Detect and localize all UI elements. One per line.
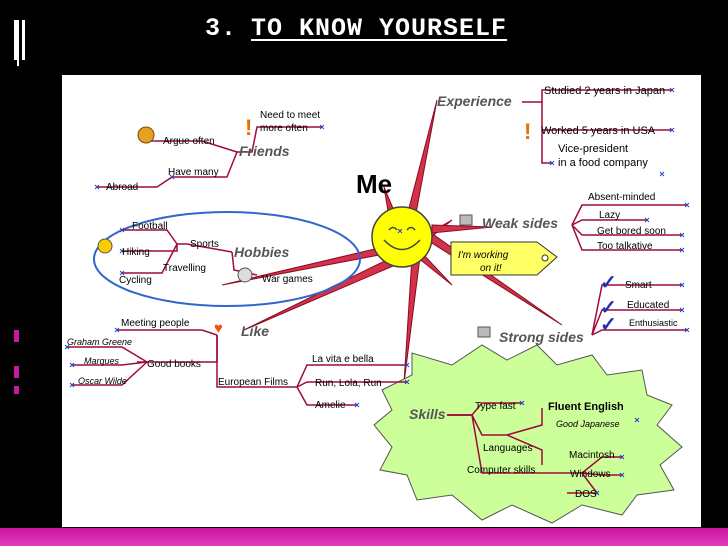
like-item: Meeting people <box>121 318 190 329</box>
weak-item: Lazy <box>599 210 620 221</box>
friends-item: Have many <box>168 167 219 178</box>
strong-item: Smart <box>625 280 652 291</box>
weak-item: Absent-minded <box>588 192 655 203</box>
working-tag <box>450 241 558 276</box>
strong-item: Educated <box>627 300 669 311</box>
skills-item: Type fast <box>475 401 516 412</box>
working-tag-line2: on it! <box>480 263 502 274</box>
friends-item: Need to meet <box>260 110 320 121</box>
experience-item: Vice-president <box>558 143 628 155</box>
like-item: Graham Greene <box>67 337 132 347</box>
decor-pink-3 <box>14 386 19 394</box>
experience-item: in a food company <box>558 157 648 169</box>
bottom-band <box>0 528 728 546</box>
slide-title: 3. TO KNOW YOURSELF <box>205 14 507 43</box>
heart-icon: ♥ <box>214 320 223 337</box>
hobbies-item: Travelling <box>163 263 206 274</box>
branch-lines <box>67 89 687 494</box>
decor-pink-1 <box>14 330 19 342</box>
friends-label: Friends <box>239 143 290 159</box>
skills-burst <box>373 344 683 524</box>
like-item: European Films <box>218 377 288 388</box>
slide-number: 3. <box>205 14 238 43</box>
hobbies-item: Sports <box>190 239 219 250</box>
hobbies-item: Hiking <box>122 247 150 258</box>
skills-item: Good Japanese <box>556 419 620 429</box>
hobbies-item: Football <box>132 221 168 232</box>
check-icon: ✓ <box>600 272 617 294</box>
check-icon: ✓ <box>600 297 617 319</box>
decor-bar-3 <box>17 38 19 66</box>
like-item: Oscar Wilde <box>78 376 127 386</box>
decor-pink-2 <box>14 366 19 378</box>
like-label: Like <box>241 323 269 339</box>
hobbies-label: Hobbies <box>234 244 289 260</box>
sun-icon <box>371 206 433 268</box>
experience-item: Worked 5 years in USA <box>541 125 656 137</box>
check-icon: ✓ <box>600 314 617 336</box>
center-label: Me <box>356 169 392 199</box>
like-item: La vita e bella <box>312 354 374 365</box>
skills-item: Macintosh <box>569 450 615 461</box>
decor-bar-2 <box>22 20 25 60</box>
weak-sides-label: Weak sides <box>482 215 558 231</box>
weak-item: Get bored soon <box>597 226 666 237</box>
experience-label: Experience <box>437 93 512 109</box>
slide-heading: TO KNOW YOURSELF <box>251 14 508 43</box>
like-item: Run, Lola, Run <box>315 378 382 389</box>
friends-item: Argue often <box>163 136 215 147</box>
friends-item: Abroad <box>106 182 138 193</box>
skills-item: Computer skills <box>467 465 535 476</box>
hobbies-item: War games <box>262 274 313 285</box>
smile-face-icon <box>97 238 113 254</box>
experience-item: Studied 2 years in Japan <box>544 85 665 97</box>
like-item: Amelie <box>315 400 346 411</box>
working-tag-line1: I'm working <box>458 250 509 261</box>
like-item: Good books <box>147 359 201 370</box>
decor-bar-1 <box>14 20 19 60</box>
skills-item: DOS <box>575 489 597 500</box>
node-markers <box>64 87 690 496</box>
skills-item: Windows <box>570 469 611 480</box>
weak-item: Too talkative <box>597 241 653 252</box>
sun-smile <box>383 239 421 251</box>
exclaim-icon: ! <box>524 119 531 144</box>
friends-item: more often <box>260 123 308 134</box>
skills-label: Skills <box>409 406 446 422</box>
skills-item: Languages <box>483 443 533 454</box>
mindmap-slide: Me Experience Studied 2 years in Japan !… <box>62 75 701 527</box>
thumbs-down-icon <box>459 214 473 226</box>
skills-item: Fluent English <box>548 401 624 413</box>
frown-face-icon <box>137 126 155 144</box>
like-item: Marques <box>84 356 120 366</box>
strong-sides-label: Strong sides <box>499 329 584 345</box>
dice-icon <box>237 267 253 283</box>
strong-item: Enthusiastic <box>629 318 678 328</box>
exclaim-icon: ! <box>245 115 252 140</box>
hobbies-oval <box>93 211 361 307</box>
hobbies-item: Cycling <box>119 275 152 286</box>
mindmap-diagram: Me Experience Studied 2 years in Japan !… <box>64 85 690 524</box>
thumbs-up-icon <box>477 326 491 338</box>
